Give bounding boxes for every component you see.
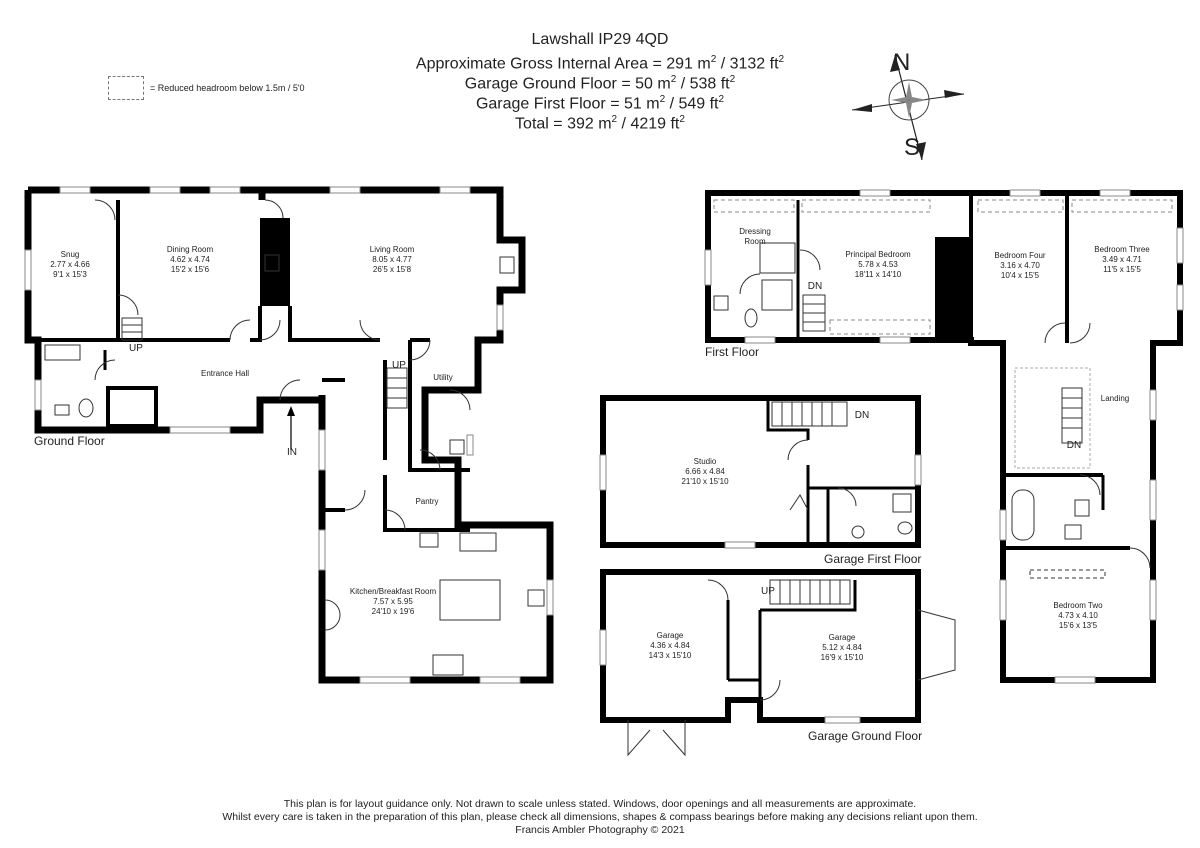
total-area: Total = 392 m2 / 4219 ft2 [515,114,685,133]
entrance-marker: IN [287,447,297,458]
garage-first-labels: Studio 6.66 x 4.84 21'10 x 15'10 DN [681,410,869,486]
ground-floor-labels: Snug 2.77 x 4.66 9'1 x 15'3 Dining Room … [50,245,453,616]
floor-label-ground: Ground Floor [34,434,105,448]
room-imperial-studio: 21'10 x 15'10 [681,477,729,486]
room-metric-garage2: 5.12 x 4.84 [822,643,862,652]
garage-first-floor-plan [599,395,922,549]
room-imperial-dining: 15'2 x 15'6 [171,265,210,274]
room-name-kitchen: Kitchen/Breakfast Room [350,587,437,596]
room-name-garage2: Garage [829,633,856,642]
room-imperial-living: 26'5 x 15'8 [373,265,412,274]
room-name-bed2: Bedroom Two [1053,601,1103,610]
room-imperial-kitchen: 24'10 x 19'6 [372,607,415,616]
room-metric-dining: 4.62 x 4.74 [170,255,210,264]
legend-text: = Reduced headroom below 1.5m / 5'0 [150,83,305,93]
garage-ground-area: Garage Ground Floor = 50 m2 / 538 ft2 [464,74,736,93]
room-name-dressing: Dressing [739,227,771,236]
room-imperial-bed4: 10'4 x 15'5 [1001,271,1040,280]
first-floor-plan [704,189,1184,684]
legend: = Reduced headroom below 1.5m / 5'0 [108,76,305,100]
room-metric-living: 8.05 x 4.77 [372,255,412,264]
studio-stair-down: DN [855,410,869,421]
ground-stair-up-2: UP [392,360,406,371]
room-metric-garage1: 4.36 x 4.84 [650,641,690,650]
room-metric-snug: 2.77 x 4.66 [50,260,90,269]
compass-icon: N S [851,49,965,161]
reduced-headroom-swatch [108,76,144,100]
room-metric-bed2: 4.73 x 4.10 [1058,611,1098,620]
garage-ground-labels: Garage 4.36 x 4.84 14'3 x 15'10 Garage 5… [649,586,864,662]
room-name-landing: Landing [1101,394,1129,403]
garage-stair-up: UP [761,586,775,597]
room-imperial-bed3: 11'5 x 15'5 [1103,265,1141,274]
room-metric-principal: 5.78 x 4.53 [858,260,898,269]
compass-north: N [893,49,910,76]
room-name-dining: Dining Room [167,245,214,254]
floor-label-first: First Floor [705,345,759,359]
room-metric-bed3: 3.49 x 4.71 [1102,255,1142,264]
ground-floor-plan [24,186,554,684]
gross-internal-area: Approximate Gross Internal Area = 291 m2… [415,54,785,73]
floor-label-garage-ground: Garage Ground Floor [808,729,922,743]
room-name-garage1: Garage [657,631,684,640]
room-name-studio: Studio [694,457,717,466]
disclaimer-line-1: This plan is for layout guidance only. N… [283,798,917,810]
compass-south: S [904,134,920,161]
room-name-bed4: Bedroom Four [994,251,1045,260]
room-imperial-garage1: 14'3 x 15'10 [649,651,692,660]
first-stair-down: DN [808,281,822,292]
first-floor-labels: Dressing Room Principal Bedroom 5.78 x 4… [739,227,1150,630]
room-name-pantry: Pantry [415,497,438,506]
room-metric-kitchen: 7.57 x 5.95 [373,597,413,606]
room-name-bed3: Bedroom Three [1094,245,1150,254]
floor-label-garage-first: Garage First Floor [824,552,921,566]
room-imperial-principal: 18'11 x 14'10 [855,270,902,279]
plan-title: Lawshall IP29 4QD [531,31,669,48]
room-name-utility: Utility [433,373,453,382]
room-imperial-snug: 9'1 x 15'3 [53,270,87,279]
room-name-hall: Entrance Hall [201,369,249,378]
garage-first-area: Garage First Floor = 51 m2 / 549 ft2 [475,94,725,113]
copyright: Francis Ambler Photography © 2021 [515,824,685,836]
room-name-principal: Principal Bedroom [845,250,911,259]
ground-stair-up: UP [129,343,143,354]
room-name-snug: Snug [61,250,80,259]
room-imperial-bed2: 15'6 x 13'5 [1059,621,1098,630]
room-metric-bed4: 3.16 x 4.70 [1000,261,1040,270]
room-name-living: Living Room [370,245,415,254]
landing-stair-down: DN [1067,440,1081,451]
disclaimer-line-2: Whilst every care is taken in the prepar… [222,811,978,823]
room-name-dressing-2: Room [744,237,766,246]
room-imperial-garage2: 16'9 x 15'10 [821,653,864,662]
room-metric-studio: 6.66 x 4.84 [685,467,725,476]
garage-ground-floor-plan [599,569,956,757]
